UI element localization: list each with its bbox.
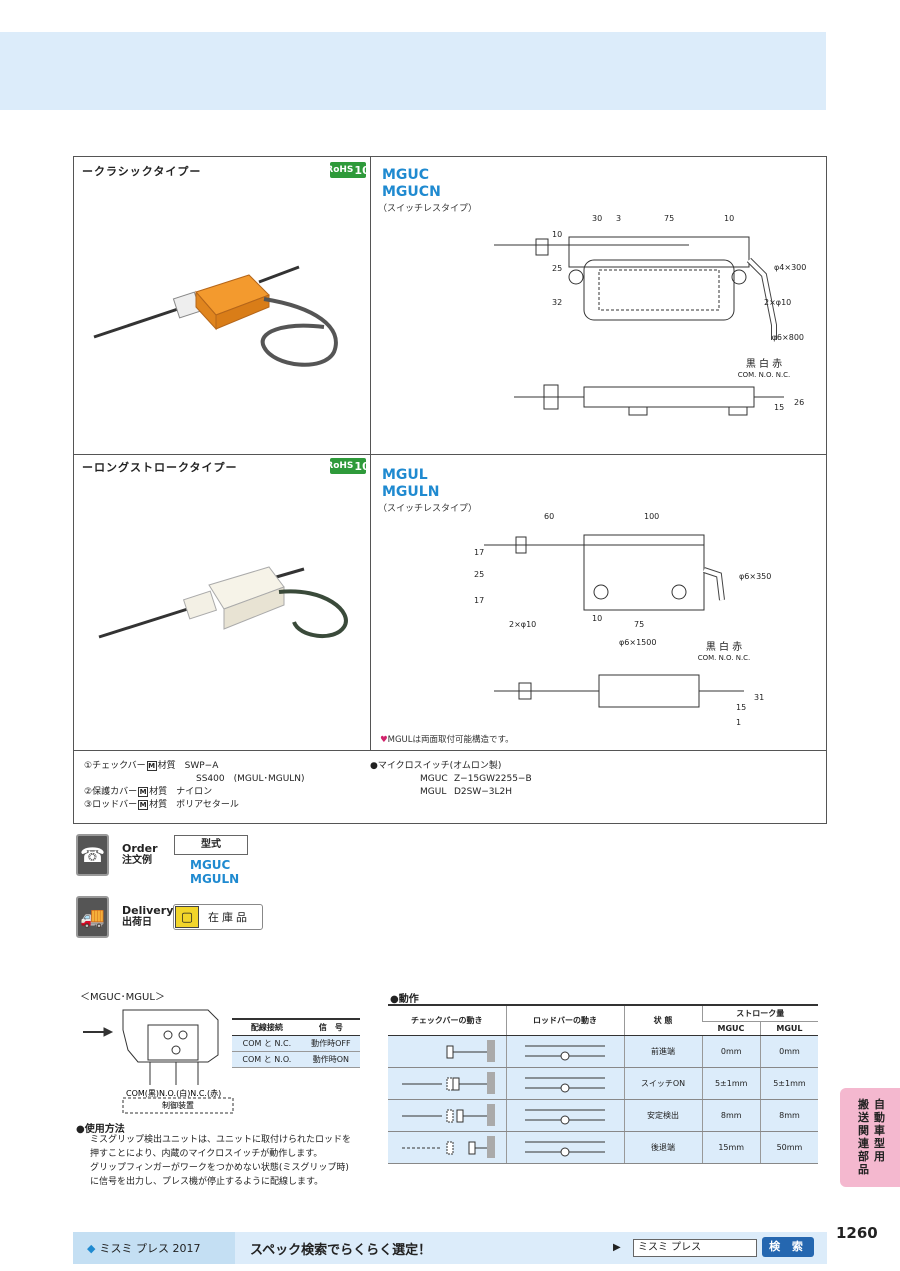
wiring-diagram: COM(黒)N.O.(白)N.C.(赤) 制御装置 <box>83 1009 234 1114</box>
usage-title: ●使用方法 <box>76 1124 125 1135</box>
control-device-label: 制御装置 <box>162 1100 194 1110</box>
rod-bar-diagram <box>525 1045 605 1060</box>
order-table-header: 型式 <box>174 835 248 855</box>
dim-label: 30 <box>592 214 602 223</box>
wire-colors: 黒 白 赤 <box>706 640 742 653</box>
dim-label: 1 <box>736 718 741 727</box>
long-dimension-drawing: 60 100 17 25 17 φ6×350 2×φ10 10 75 φ6×15… <box>474 512 771 727</box>
classic-product-photo <box>93 265 338 367</box>
long-type-title: ーロングストロークタイプー <box>82 461 238 474</box>
header-band <box>0 32 826 110</box>
stock-badge: ▢ 在庫品 <box>173 904 263 930</box>
order-example: MGUC MGULN <box>190 858 240 886</box>
misumi-logo-icon: ◆ <box>87 1241 96 1255</box>
material-badge: M <box>138 787 149 797</box>
footer-brand[interactable]: ◆ ミスミ プレス 2017 <box>73 1232 235 1264</box>
check-bar-diagram <box>401 1071 495 1094</box>
dim-label: 31 <box>754 693 764 702</box>
dim-label: 32 <box>552 298 562 307</box>
action-title: ●動作 <box>390 994 419 1005</box>
category-tab-label: 自動車型用 <box>874 1098 885 1163</box>
wire-signals: COM. N.O. N.C. <box>738 371 791 379</box>
dim-label: 25 <box>552 264 562 273</box>
dim-label: 17 <box>474 596 484 605</box>
check-bar-diagram <box>401 1103 495 1126</box>
classic-dimension-drawing: 30 3 75 10 10 25 32 φ4×300 2×φ10 φ6×800 … <box>494 214 806 416</box>
dim-label: 10 <box>552 230 562 239</box>
dim-label: φ6×1500 <box>619 638 656 647</box>
category-tab-label: 搬送関連部品 <box>858 1098 869 1176</box>
rod-bar-diagram <box>525 1109 605 1124</box>
category-tab[interactable]: 自動車型用 搬送関連部品 <box>840 1088 900 1187</box>
model-subtitle: （スイッチレスタイプ） <box>378 504 478 514</box>
truck-icon: 🚚 <box>76 896 109 938</box>
wire-signals: COM. N.O. N.C. <box>698 654 751 662</box>
dim-label: 3 <box>616 214 621 223</box>
table-row: COM と N.C.動作時OFF <box>232 1035 360 1052</box>
classic-type-title: ークラシックタイプー <box>82 165 202 178</box>
wiring-table: 配線接続信 号 COM と N.C.動作時OFF COM と N.O.動作時ON <box>232 1018 360 1068</box>
footer-tagline: スペック検索でらくらく選定！ <box>250 1243 432 1258</box>
dim-label: 15 <box>774 403 784 412</box>
check-bar-diagram <box>446 1039 495 1062</box>
wire-colors: 黒 白 赤 <box>746 357 782 370</box>
phone-icon: ☎ <box>76 834 109 876</box>
dim-label: 100 <box>644 512 659 521</box>
model-name: MGULN <box>382 484 440 500</box>
column-divider <box>370 157 371 750</box>
search-input[interactable]: ミスミ プレス <box>633 1239 757 1257</box>
search-button[interactable]: 検 索 <box>762 1237 814 1257</box>
dim-label: 17 <box>474 548 484 557</box>
table-row: COM と N.O.動作時ON <box>232 1051 360 1068</box>
dim-label: 10 <box>724 214 734 223</box>
dim-label: 75 <box>634 620 644 629</box>
usage-text: ミスグリップ検出ユニットは、ユニットに取付けられたロッドを 押すことにより、内蔵… <box>90 1135 352 1187</box>
mounting-note: ♥MGULは両面取付可能構造です。 <box>380 735 514 745</box>
wiring-title: ＜MGUC･MGUL＞ <box>80 992 165 1003</box>
model-subtitle: （スイッチレスタイプ） <box>378 204 478 214</box>
note-icon: ♥ <box>380 735 388 745</box>
dim-label: φ6×350 <box>739 572 771 581</box>
delivery-label: Delivery 出荷日 <box>122 904 174 929</box>
model-name: MGUC <box>382 167 430 183</box>
check-bar-diagram <box>401 1135 495 1158</box>
box-icon: ▢ <box>175 906 199 928</box>
order-label: Order 注文例 <box>122 842 158 867</box>
dim-label: 10 <box>592 614 602 623</box>
rod-bar-diagram <box>525 1077 605 1092</box>
arrow-icon: ▶ <box>613 1242 621 1253</box>
dim-label: φ6×800 <box>772 333 804 342</box>
dim-label: 75 <box>664 214 674 223</box>
model-name: MGUCN <box>382 184 441 200</box>
dim-label: 2×φ10 <box>764 298 791 307</box>
dim-label: 26 <box>794 398 804 407</box>
page-number: 1260 <box>836 1224 878 1242</box>
material-badge: M <box>138 800 149 810</box>
dim-label: 2×φ10 <box>509 620 536 629</box>
rod-bar-diagram <box>525 1141 605 1156</box>
dim-label: φ4×300 <box>774 263 806 272</box>
wire-terminal-label: COM(黒)N.O.(白)N.C.(赤) <box>126 1088 221 1098</box>
model-name: MGUL <box>382 467 428 483</box>
long-product-photo <box>98 566 348 639</box>
section-divider <box>74 454 826 455</box>
section-divider <box>74 750 826 751</box>
dim-label: 60 <box>544 512 554 521</box>
dim-label: 15 <box>736 703 746 712</box>
action-table: チェックバーの動き ロッドバーの動き 状 態 ストローク量 MGUC MGUL … <box>388 1004 818 1164</box>
dim-label: 25 <box>474 570 484 579</box>
material-badge: M <box>146 761 157 771</box>
